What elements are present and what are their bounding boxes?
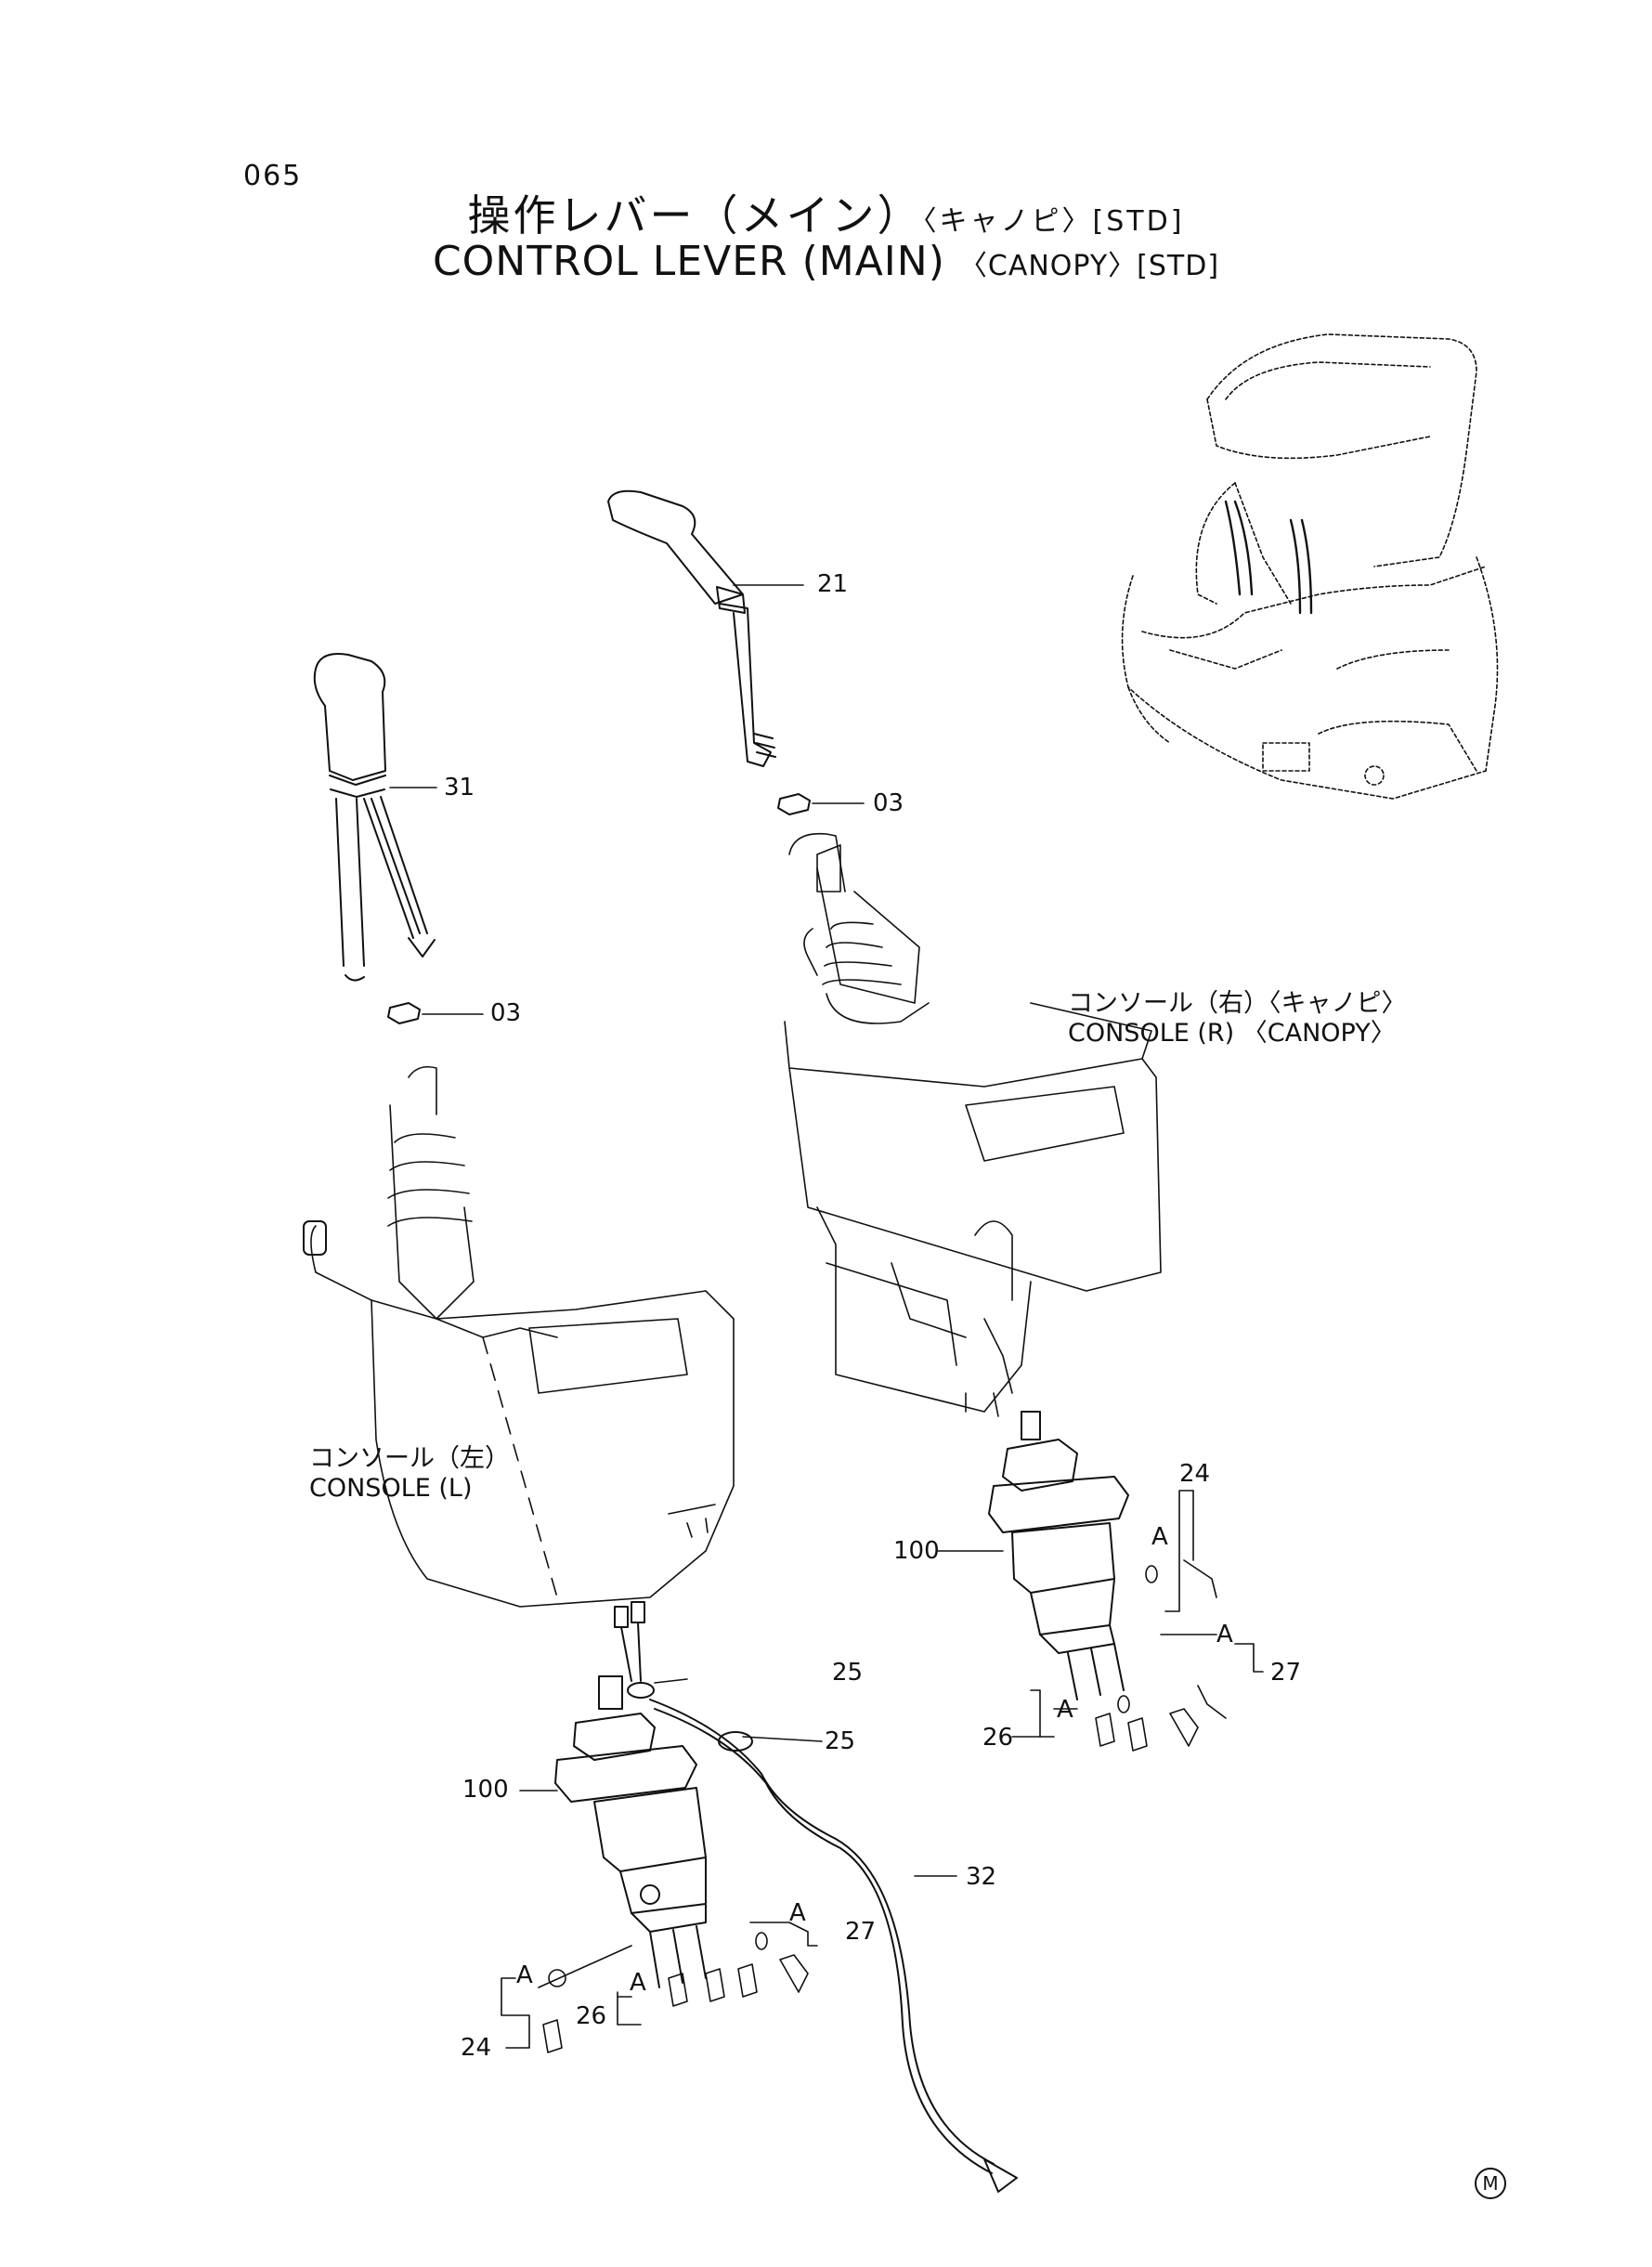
detail-mark-a: A <box>1216 1621 1233 1648</box>
console-right-jp: コンソール（右）〈キャノピ〉 <box>1068 989 1407 1018</box>
lever-grip-21 <box>607 489 776 767</box>
nut-03-left <box>387 1002 421 1024</box>
callout-27-right: 27 <box>1270 1659 1302 1687</box>
detail-mark-a: A <box>516 1961 533 1989</box>
pilot-valve-100-left <box>554 1675 707 1988</box>
corner-m-mark: M <box>1475 2168 1506 2199</box>
page-number: 065 <box>243 160 303 192</box>
console-left-connector <box>303 1220 327 1256</box>
lever-grip-31 <box>313 653 436 982</box>
console-right-caption: コンソール（右）〈キャノピ〉 CONSOLE (R) 〈CANOPY〉 <box>1068 989 1407 1049</box>
detail-mark-a: A <box>789 1899 806 1927</box>
console-right <box>784 832 1162 1417</box>
callout-25-lower: 25 <box>825 1727 856 1755</box>
title-english: CONTROL LEVER (MAIN) 〈CANOPY〉[STD] <box>0 238 1652 285</box>
callout-24-left: 24 <box>461 2034 492 2062</box>
callout-21: 21 <box>817 570 849 598</box>
callout-26-left: 26 <box>576 2002 607 2030</box>
callout-03-left: 03 <box>490 999 522 1027</box>
callout-31: 31 <box>444 774 475 801</box>
harness-cable-32 <box>649 1699 1018 2193</box>
console-left <box>310 1065 735 1608</box>
callout-03-right: 03 <box>873 789 904 817</box>
pilot-valve-100-right <box>988 1411 1129 1700</box>
title-japanese: 操作レバー（メイン）〈キャノピ〉[STD] <box>0 182 1652 243</box>
console-left-jp: コンソール（左） <box>309 1444 510 1473</box>
fittings-left <box>542 1932 809 2053</box>
title-en-suffix: 〈CANOPY〉[STD] <box>958 250 1220 282</box>
fittings-right <box>1095 1559 1227 1752</box>
nut-03-right <box>777 793 811 815</box>
callout-32: 32 <box>966 1863 997 1891</box>
operator-lever-highlight <box>1224 500 1313 615</box>
boot-right <box>816 844 902 985</box>
title-jp-main: 操作レバー（メイン） <box>467 190 923 241</box>
machine-overview-illustration <box>1121 333 1499 800</box>
detail-mark-a: A <box>1151 1523 1168 1551</box>
clip-25 <box>627 1682 753 1752</box>
callout-27-left: 27 <box>845 1918 877 1946</box>
callout-26-right: 26 <box>982 1724 1014 1752</box>
leader-lines <box>389 584 1264 2049</box>
title-en-main: CONTROL LEVER (MAIN) <box>432 238 945 285</box>
title-jp-suffix: 〈キャノピ〉[STD] <box>922 205 1185 238</box>
callout-24-right: 24 <box>1179 1460 1211 1488</box>
console-left-en: CONSOLE (L) <box>309 1474 473 1503</box>
console-left-caption: コンソール（左） CONSOLE (L) <box>309 1444 510 1504</box>
detail-mark-a: A <box>1057 1696 1073 1724</box>
callout-25-upper: 25 <box>832 1659 864 1687</box>
callout-100-left: 100 <box>462 1776 509 1804</box>
console-right-en: CONSOLE (R) 〈CANOPY〉 <box>1068 1019 1396 1048</box>
callout-100-right: 100 <box>893 1537 940 1565</box>
detail-mark-a: A <box>630 1969 646 1997</box>
connector-leads <box>614 1601 645 1682</box>
